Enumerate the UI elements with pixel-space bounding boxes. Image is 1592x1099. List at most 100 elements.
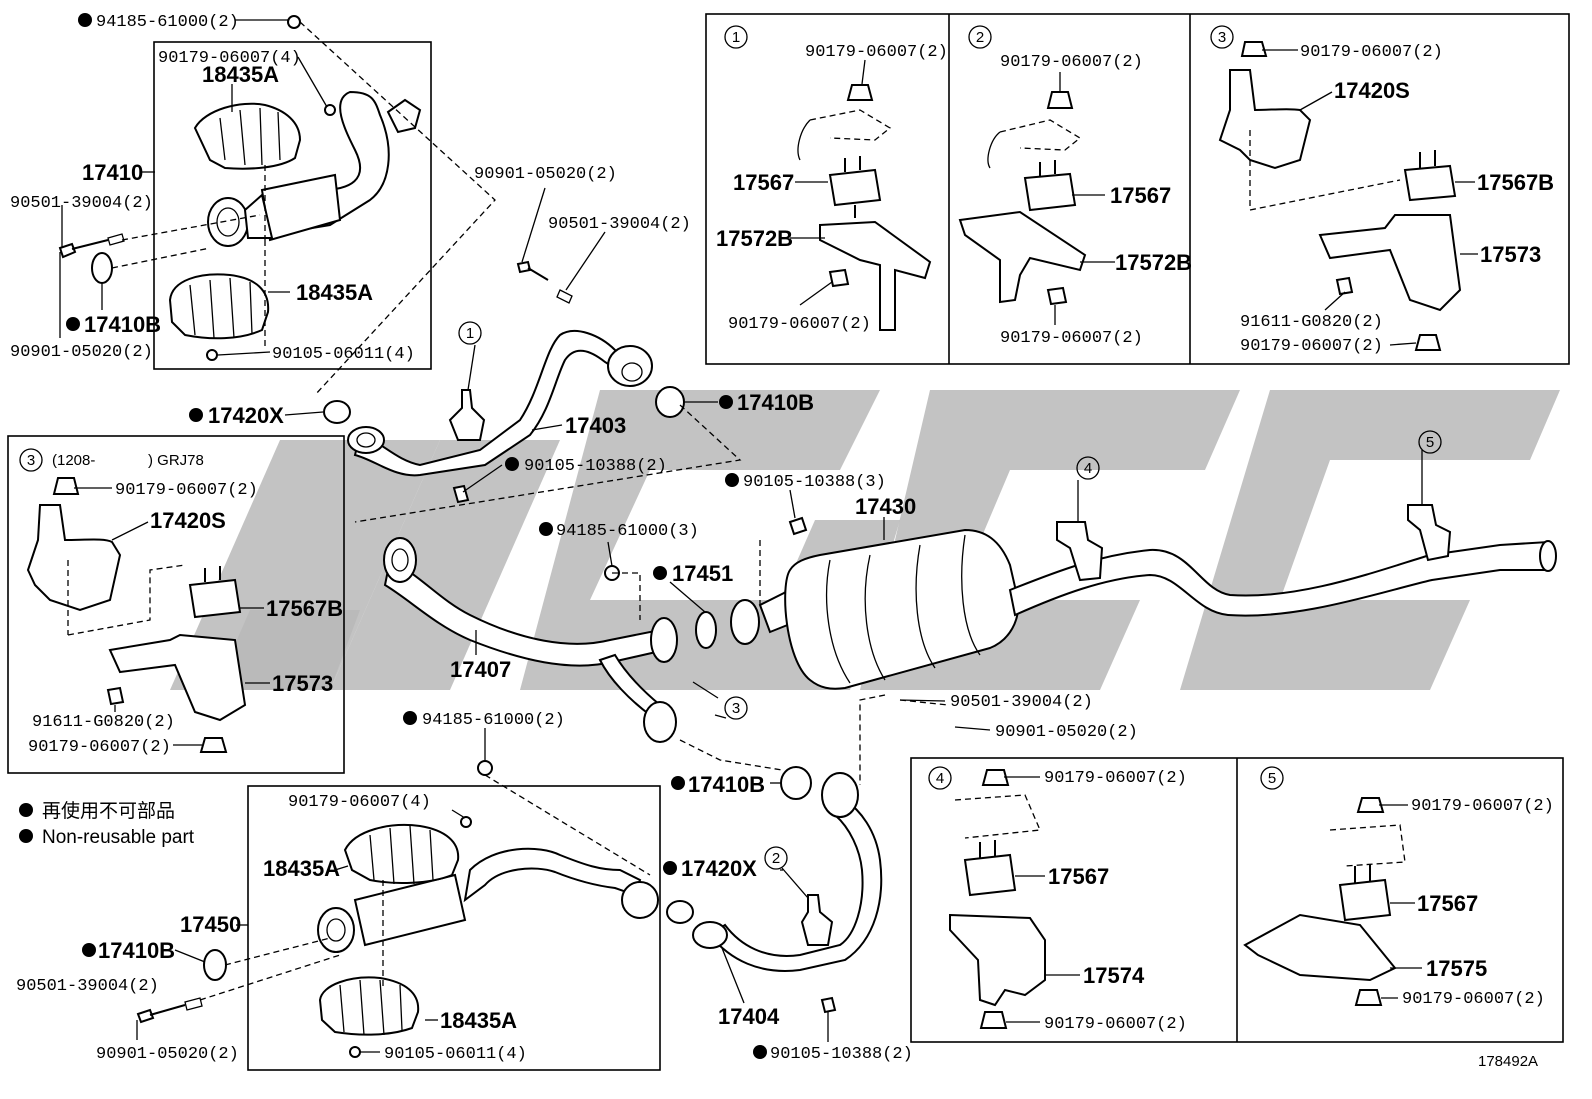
labels: 94185-61000(2) 90179-06007(4) 18435A 174… <box>10 13 1554 1070</box>
box5-bracket: 17575 <box>1426 956 1487 981</box>
box1-nut-bot: 90179-06007(2) <box>728 315 871 334</box>
box1-bracket: 17572B <box>716 226 793 251</box>
label-90501-left: 90501-39004(2) <box>10 194 153 213</box>
callout-4: 4 <box>1084 460 1092 477</box>
callout-2: 2 <box>772 850 780 867</box>
label-18435A-2: 18435A <box>296 280 373 305</box>
label-17407: 17407 <box>450 657 511 682</box>
label-90105-10388-3: 90105-10388(3) <box>743 473 886 492</box>
label-90501-right: 90501-39004(2) <box>950 693 1093 712</box>
box5-insulator: 17567 <box>1417 891 1478 916</box>
frame-front-pipe-lower <box>247 785 661 1071</box>
callout-1: 1 <box>466 325 474 342</box>
box3-bracket: 17573 <box>1480 242 1541 267</box>
label-90901-left: 90901-05020(2) <box>10 343 153 362</box>
box3-nut-bot: 90179-06007(2) <box>1240 337 1383 356</box>
front-pipe-17410 <box>58 15 422 361</box>
box1-insulator: 17567 <box>733 170 794 195</box>
box5-nut-bot: 90179-06007(2) <box>1402 990 1545 1009</box>
box2-bracket: 17572B <box>1115 250 1192 275</box>
label-90105-10388-2a: 90105-10388(2) <box>524 457 667 476</box>
frame-front-pipe-upper <box>153 41 432 370</box>
non-reusable-markers <box>19 13 767 1059</box>
label-90901-mid: 90901-05020(2) <box>474 165 617 184</box>
label-90501-mid: 90501-39004(2) <box>548 215 691 234</box>
detail-5 <box>1243 797 1406 1006</box>
label-17410B-2: 17410B <box>737 390 814 415</box>
label-17410B-3: 17410B <box>688 772 765 797</box>
label-90105-06011-1: 90105-06011(4) <box>272 345 415 364</box>
frame-detail-3b <box>7 435 345 774</box>
box1-nut-top: 90179-06007(2) <box>805 43 948 62</box>
muffler-17430 <box>758 504 1557 690</box>
legend-dot-jp <box>19 803 33 817</box>
box5-number: 5 <box>1268 770 1276 787</box>
detail-1 <box>797 84 932 331</box>
box4-nut-top: 90179-06007(2) <box>1044 769 1187 788</box>
label-18435A-4: 18435A <box>440 1008 517 1033</box>
callouts: 1 2 3 4 5 1 2 3 3 4 5 <box>19 25 1442 870</box>
label-90901-right: 90901-05020(2) <box>995 723 1138 742</box>
label-90105-10388-2b: 90105-10388(2) <box>770 1045 913 1064</box>
label-17403: 17403 <box>565 413 626 438</box>
box1-number: 1 <box>732 29 740 46</box>
label-17410B-1: 17410B <box>84 312 161 337</box>
box3b-bolt: 91611-G0820(2) <box>32 713 175 732</box>
label-17410B-4: 17410B <box>98 938 175 963</box>
box3-number: 3 <box>1218 29 1226 46</box>
box3-stay: 17420S <box>1334 78 1410 103</box>
pipe-17403 <box>323 260 685 504</box>
detail-3 <box>1218 41 1462 351</box>
label-17451: 17451 <box>672 561 733 586</box>
callout-3: 3 <box>732 700 740 717</box>
front-pipe-17450 <box>136 816 659 1058</box>
label-90105-06011-2: 90105-06011(4) <box>384 1045 527 1064</box>
label-17450: 17450 <box>180 912 241 937</box>
leader-lines <box>59 19 1478 1053</box>
box3-nut-top: 90179-06007(2) <box>1300 43 1443 62</box>
detail-3b <box>26 477 247 753</box>
box4-number: 4 <box>936 770 944 787</box>
legend-dot-en <box>19 829 33 843</box>
detail-2 <box>958 91 1087 306</box>
box3b-bracket: 17573 <box>272 671 333 696</box>
box2-number: 2 <box>976 29 984 46</box>
box2-nut-bot: 90179-06007(2) <box>1000 329 1143 348</box>
label-17420X-1: 17420X <box>208 403 284 428</box>
label-17430: 17430 <box>855 494 916 519</box>
label-90901-bot: 90901-05020(2) <box>96 1045 239 1064</box>
assembly-lines <box>111 21 949 1001</box>
label-90179-4-bot: 90179-06007(4) <box>288 793 431 812</box>
diagram-id: 178492A <box>1478 1053 1538 1070</box>
label-18435A-3: 18435A <box>263 856 340 881</box>
label-17420X-2: 17420X <box>681 856 757 881</box>
box3b-model: ) GRJ78 <box>148 452 204 469</box>
box3b-number: 3 <box>27 452 35 469</box>
box3-insulator: 17567B <box>1477 170 1554 195</box>
box2-insulator: 17567 <box>1110 183 1171 208</box>
label-90501-bot: 90501-39004(2) <box>16 977 159 996</box>
detail-4 <box>949 769 1046 1029</box>
label-90179-4-top: 90179-06007(4) <box>158 49 301 68</box>
label-94185-top: 94185-61000(2) <box>96 13 239 32</box>
pipe-17404 <box>477 760 883 1014</box>
box4-nut-bot: 90179-06007(2) <box>1044 1015 1187 1034</box>
box4-insulator: 17567 <box>1048 864 1109 889</box>
label-94185-mid: 94185-61000(2) <box>422 711 565 730</box>
box2-nut-top: 90179-06007(2) <box>1000 53 1143 72</box>
box3b-range: (1208- <box>52 452 95 469</box>
frame-details-top <box>705 13 1570 365</box>
box3b-nut-top: 90179-06007(2) <box>115 481 258 500</box>
box3b-nut-bot: 90179-06007(2) <box>28 738 171 757</box>
box3b-stay: 17420S <box>150 508 226 533</box>
label-94185-3: 94185-61000(3) <box>556 522 699 541</box>
label-18435A-1: 18435A <box>202 62 279 87</box>
legend-en: Non-reusable part <box>42 827 195 848</box>
box4-bracket: 17574 <box>1083 963 1145 988</box>
label-17410: 17410 <box>82 160 143 185</box>
pipe-17407 <box>383 516 808 743</box>
label-17404: 17404 <box>718 1004 780 1029</box>
legend-jp: 再使用不可部品 <box>42 800 175 822</box>
box3b-insulator: 17567B <box>266 596 343 621</box>
